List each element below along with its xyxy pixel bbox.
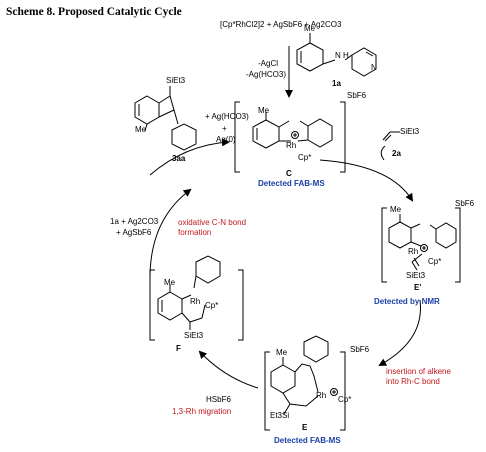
substrate-label: 1a bbox=[332, 79, 341, 88]
complex-E-prime-structure bbox=[381, 207, 461, 283]
substrate-nh: N H bbox=[335, 51, 349, 60]
oxidative-label-line1: oxidative C-N bond bbox=[178, 218, 247, 227]
Eprime-label: E' bbox=[414, 283, 422, 292]
C-detected: Detected FAB-MS bbox=[258, 179, 325, 188]
E-detected: Detected FAB-MS bbox=[274, 436, 341, 445]
E-cp: Cp* bbox=[338, 395, 352, 404]
reagent-2a-si: SiEt3 bbox=[400, 127, 420, 136]
F-metal: Rh bbox=[190, 297, 201, 306]
release-ag0: Ag(0) bbox=[216, 135, 236, 144]
F-me: Me bbox=[164, 278, 176, 287]
F-si: SiEt3 bbox=[184, 331, 204, 340]
C-metal: Rh bbox=[286, 141, 297, 150]
complex-F-structure bbox=[149, 255, 244, 341]
Eprime-me: Me bbox=[390, 205, 402, 214]
F-label: F bbox=[176, 344, 181, 353]
E-si: Et3Si bbox=[270, 411, 290, 420]
product-si: SiEt3 bbox=[166, 76, 186, 85]
E-metal: Rh bbox=[316, 391, 327, 400]
hsbf6-label: HSbF6 bbox=[206, 395, 231, 404]
reagents-top: [Cp*RhCl2]2 + AgSbF6 + Ag2CO3 bbox=[220, 20, 342, 29]
byproduct-aghco3: -Ag(HCO3) bbox=[246, 70, 287, 79]
substrate-me: Me bbox=[304, 24, 316, 33]
regen-reagent-line1: 1a + Ag2CO3 bbox=[110, 217, 159, 226]
product-me: Me bbox=[135, 125, 147, 134]
complex-C-structure bbox=[234, 101, 346, 173]
Eprime-si: SiEt3 bbox=[406, 271, 426, 280]
arrow-to-E bbox=[378, 299, 421, 366]
C-cp: Cp* bbox=[298, 153, 312, 162]
arrow-regeneration bbox=[149, 138, 230, 176]
product-label: 3aa bbox=[172, 154, 186, 163]
insertion-label-line1: insertion of alkene bbox=[386, 367, 451, 376]
insertion-label-line2: into Rh-C bond bbox=[386, 377, 440, 386]
Eprime-counter-ion: SbF6 bbox=[455, 199, 475, 208]
arrow-oxidative bbox=[149, 188, 192, 279]
scheme-title: Scheme 8. Proposed Catalytic Cycle bbox=[6, 6, 182, 18]
regen-reagent-line2: + AgSbF6 bbox=[116, 228, 152, 237]
byproduct-agcl: -AgCl bbox=[258, 59, 279, 68]
arrow-to-F bbox=[198, 350, 259, 389]
C-me: Me bbox=[258, 106, 270, 115]
complex-E-structure bbox=[264, 335, 346, 431]
release-aghco3: + Ag(HCO3) bbox=[205, 112, 249, 121]
E-me: Me bbox=[276, 348, 288, 357]
release-plus: + bbox=[222, 124, 227, 133]
product-3aa-structure bbox=[134, 86, 197, 151]
reagent-2a-structure bbox=[382, 131, 400, 142]
Eprime-detected: Detected by NMR bbox=[374, 297, 440, 306]
C-label: C bbox=[286, 169, 292, 178]
arrow-2a bbox=[380, 145, 386, 161]
substrate-n: N bbox=[371, 63, 377, 72]
substrate-1a-structure bbox=[296, 33, 377, 77]
E-counter-ion: SbF6 bbox=[350, 345, 370, 354]
F-cp: Cp* bbox=[205, 301, 219, 310]
C-counter-ion: SbF6 bbox=[347, 91, 367, 100]
reagent-2a-label: 2a bbox=[392, 149, 401, 158]
E-label: E bbox=[302, 423, 308, 432]
migration-label: 1,3-Rh migration bbox=[172, 407, 232, 416]
oxidative-label-line2: formation bbox=[178, 228, 212, 237]
Eprime-cp: Cp* bbox=[428, 257, 442, 266]
arrow-to-E-prime bbox=[319, 159, 414, 202]
Eprime-metal: Rh bbox=[408, 247, 419, 256]
